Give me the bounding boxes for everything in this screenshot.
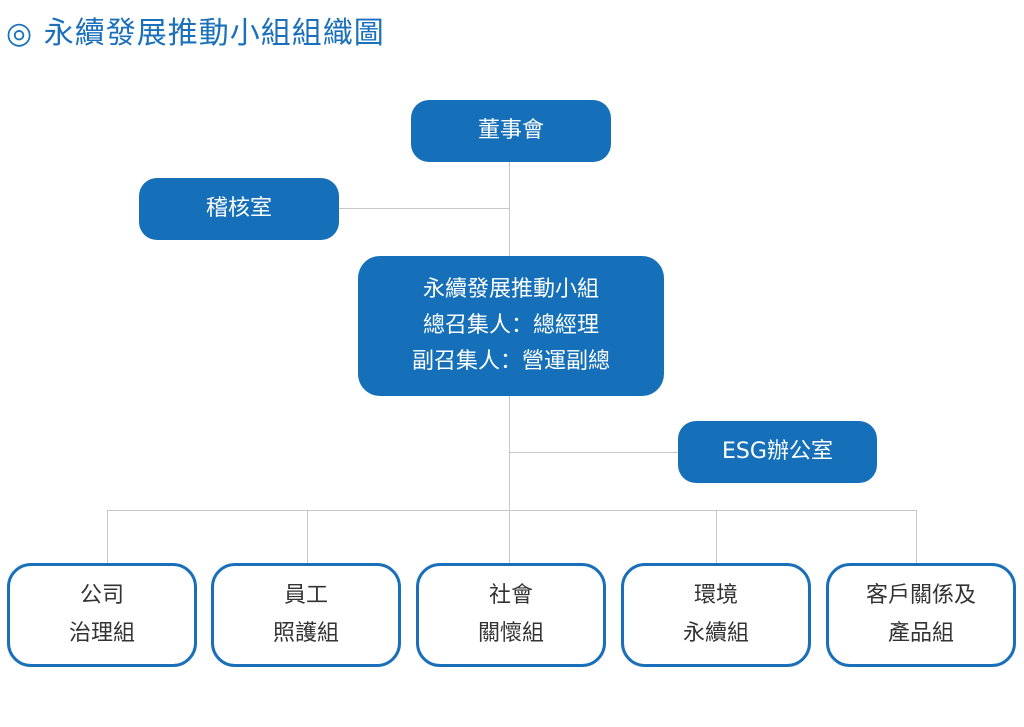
board-label: 董事會 <box>477 118 544 143</box>
board-node: 董事會 <box>411 100 611 162</box>
committee-name: 永續發展推動小組 <box>422 277 599 302</box>
group-label: 永續組 <box>682 621 749 646</box>
group-label: 員工 <box>283 583 328 608</box>
group-node: 客戶關係及產品組 <box>826 563 1016 667</box>
group-label: 治理組 <box>68 621 135 646</box>
audit-node: 稽核室 <box>139 178 339 240</box>
connector-line <box>716 510 717 565</box>
connector-line <box>107 510 108 565</box>
group-label: 社會 <box>488 583 533 608</box>
audit-label: 稽核室 <box>205 196 272 221</box>
esg-office-node: ESG辦公室 <box>678 421 877 483</box>
page-title: ◎ 永續發展推動小組組織圖 <box>6 16 385 51</box>
group-label: 關懷組 <box>477 621 544 646</box>
connector-line <box>509 510 510 565</box>
connector-line <box>307 510 308 565</box>
esg-office-label: ESG辦公室 <box>722 439 833 464</box>
group-label: 產品組 <box>887 621 954 646</box>
group-label: 環境 <box>693 583 738 608</box>
group-node: 社會關懷組 <box>416 563 606 667</box>
committee-node: 永續發展推動小組 總召集人：總經理 副召集人：營運副總 <box>358 256 664 396</box>
group-label: 照護組 <box>272 621 339 646</box>
committee-convener: 總召集人：總經理 <box>422 313 599 338</box>
connector-line <box>916 510 917 565</box>
connector-line <box>339 208 510 209</box>
group-label: 客戶關係及 <box>865 583 976 608</box>
group-label: 公司 <box>79 583 124 608</box>
committee-deputy: 副召集人：營運副總 <box>411 349 610 374</box>
connector-line <box>510 452 678 453</box>
group-node: 公司治理組 <box>7 563 197 667</box>
group-node: 員工照護組 <box>211 563 401 667</box>
connector-line <box>107 510 916 511</box>
group-node: 環境永續組 <box>621 563 811 667</box>
